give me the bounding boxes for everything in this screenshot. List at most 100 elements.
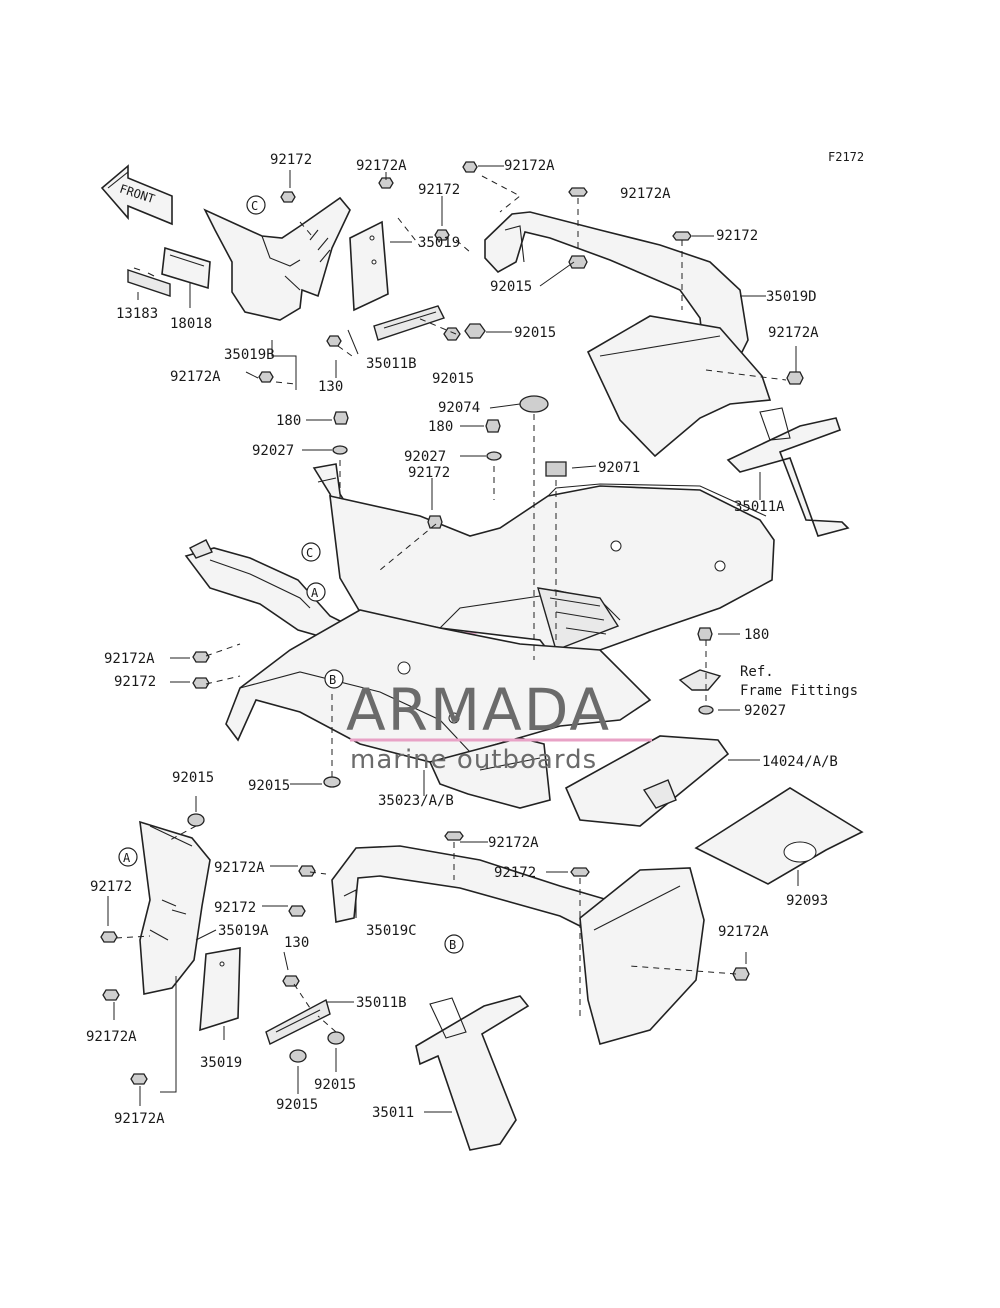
bolt-icon [570, 867, 590, 877]
frame-fitting-bracket [678, 669, 722, 691]
bolt-icon [786, 371, 804, 385]
part-label: 35019A [218, 923, 269, 939]
front-flap-plate [349, 220, 389, 312]
part-label: 92172A [214, 860, 265, 876]
part-label: 92015 [514, 325, 556, 341]
part-label: 130 [284, 935, 309, 951]
bolt-icon [100, 931, 118, 943]
front-fender-side [184, 539, 356, 643]
ref-note-line2: Frame Fittings [740, 683, 858, 699]
bolt-icon [298, 865, 316, 877]
part-label: 92172A [620, 186, 671, 202]
nut-icon [568, 255, 588, 269]
front-reflector-lower [265, 998, 331, 1045]
part-label: 92172A [488, 835, 539, 851]
bolt-icon [444, 831, 464, 841]
bolt-icon [258, 371, 274, 383]
svg-text:B: B [449, 938, 456, 952]
bolt-icon [427, 515, 443, 529]
main-fender-35023 [225, 609, 652, 763]
part-label: 92172 [408, 465, 450, 481]
part-label: 92172A [504, 158, 555, 174]
bolt-icon [462, 161, 478, 173]
svg-text:A: A [123, 851, 131, 865]
nut-icon [323, 776, 341, 788]
bolt-icon [434, 229, 450, 241]
part-label: 92071 [598, 460, 640, 476]
ref-marker-c: C [301, 542, 321, 562]
grommet-icon [519, 395, 549, 413]
front-arrow-icon: FRONT [100, 164, 173, 226]
part-label: 92027 [744, 703, 786, 719]
part-label: 35019D [766, 289, 817, 305]
watermark-brand: ARMADA [346, 676, 611, 744]
part-label: 92015 [432, 371, 474, 387]
bolt-icon [282, 975, 300, 987]
svg-text:A: A [311, 586, 319, 600]
part-label: 130 [318, 379, 343, 395]
washer-icon [332, 445, 348, 455]
nut-icon [443, 327, 461, 341]
part-label: 180 [744, 627, 769, 643]
part-label: 92172A [104, 651, 155, 667]
part-label: 92027 [404, 449, 446, 465]
rear-stay-bracket-35011a [726, 407, 850, 537]
figure-code: F2172 [828, 150, 864, 164]
bolt-icon [326, 335, 342, 347]
part-label: 13183 [116, 306, 158, 322]
part-label: 35019 [418, 235, 460, 251]
bolt-icon [102, 989, 120, 1001]
bolt-icon [333, 411, 349, 425]
part-label: 18018 [170, 316, 212, 332]
part-label: 35019 [200, 1055, 242, 1071]
front-small-clip [127, 267, 171, 297]
part-label: 92015 [172, 770, 214, 786]
bolt-icon [672, 231, 692, 241]
part-label: 92172A [356, 158, 407, 174]
leader-lines [107, 165, 799, 1113]
part-label: 92172 [214, 900, 256, 916]
storage-tray [537, 587, 620, 651]
bolt-icon [192, 651, 210, 663]
nut-icon [289, 1049, 307, 1063]
part-label: 35011B [356, 995, 407, 1011]
part-label: 92172 [270, 152, 312, 168]
bolt-icon [280, 191, 296, 203]
damper-icon [545, 461, 567, 477]
part-label: 92015 [248, 778, 290, 794]
part-label: 92172 [494, 865, 536, 881]
nut-icon [327, 1031, 345, 1045]
part-label: 92093 [786, 893, 828, 909]
rear-mud-flap-lower [579, 867, 705, 1045]
washer-icon [698, 705, 714, 715]
part-label: 35019C [366, 923, 417, 939]
bolt-icon [485, 419, 501, 433]
part-label: 92074 [438, 400, 480, 416]
part-label: 92015 [490, 279, 532, 295]
under-cover-92093 [694, 787, 864, 885]
part-label: 35011B [366, 356, 417, 372]
bolt-icon [130, 1073, 148, 1085]
ref-marker-b: B [444, 934, 464, 954]
bolt-icon [568, 187, 588, 197]
nut-icon [464, 323, 486, 339]
part-label: 92015 [314, 1077, 356, 1093]
part-label: 14024/A/B [762, 754, 838, 770]
part-label: 92172A [86, 1029, 137, 1045]
part-labels: 92172 92172A 92172A 92172 92172A 92172 3… [86, 152, 858, 1127]
part-label: 180 [276, 413, 301, 429]
watermark-tagline: marine outboards [350, 745, 597, 775]
part-label: 92172 [90, 879, 132, 895]
part-label: 92172 [418, 182, 460, 198]
watermark: ARMADA marine outboards [346, 676, 652, 775]
ref-marker-a: A [306, 582, 326, 602]
svg-text:C: C [306, 546, 313, 560]
part-label: 35023/A/B [378, 793, 454, 809]
part-label: 92172A [114, 1111, 165, 1127]
bolt-icon [697, 627, 713, 641]
part-label: 92172A [170, 369, 221, 385]
rear-mud-flap-panel [586, 315, 772, 458]
ref-marker-b: B [324, 669, 344, 689]
front-mud-guard-right [203, 196, 351, 321]
